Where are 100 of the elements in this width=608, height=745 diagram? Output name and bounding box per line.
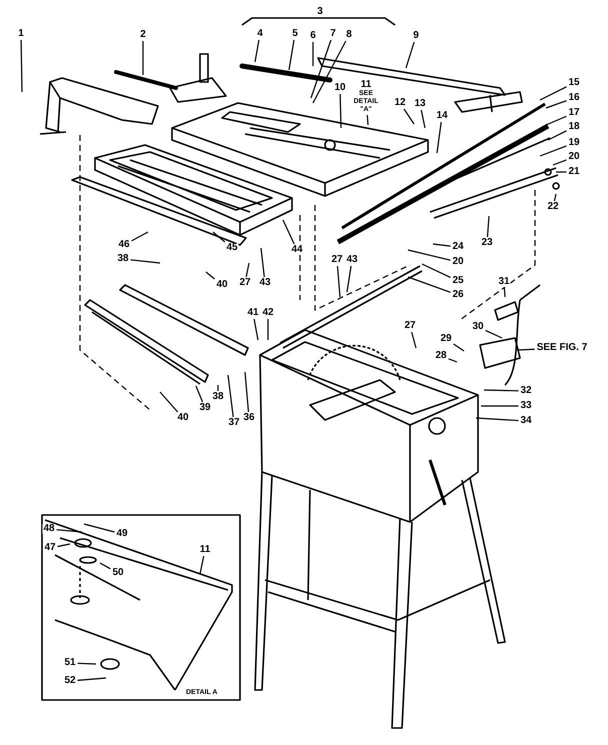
callout-number: 50	[111, 568, 125, 578]
leader-line	[504, 288, 506, 298]
callout-number: 16	[567, 93, 581, 103]
leader-line	[436, 122, 442, 154]
callout-number: 47	[43, 543, 57, 553]
callout-number: 6	[309, 31, 317, 41]
callout-number: 23	[480, 238, 494, 248]
callout-number: 13	[413, 99, 427, 109]
callout-number: 43	[345, 255, 359, 265]
callout-number: 28	[434, 351, 448, 361]
leader-line	[484, 389, 518, 392]
callout-number: 40	[215, 280, 229, 290]
leader-line	[554, 194, 557, 202]
callout-number: 2	[139, 30, 147, 40]
leader-line	[540, 145, 567, 157]
callout-number: 34	[519, 416, 533, 426]
callout-number: 27	[330, 255, 344, 265]
leader-line	[84, 523, 115, 533]
callout-number: 39	[198, 403, 212, 413]
callout-number: 12	[393, 98, 407, 108]
leader-line	[282, 220, 295, 244]
leader-line	[131, 231, 148, 242]
leader-line	[481, 405, 518, 407]
callout-number: 36	[242, 413, 256, 423]
callout-number: 15	[567, 78, 581, 88]
callout-number: 43	[258, 278, 272, 288]
callout-number: 29	[439, 334, 453, 344]
leader-line	[312, 40, 346, 104]
leader-line	[142, 41, 144, 75]
callout-number: 40	[176, 413, 190, 423]
leader-line	[540, 86, 567, 101]
callout-number: 38	[116, 254, 130, 264]
callout-number: 1	[17, 29, 25, 39]
leader-line	[546, 100, 567, 109]
callout-number: 18	[567, 122, 581, 132]
leader-line	[336, 266, 341, 298]
leader-line	[411, 332, 417, 348]
leader-line	[20, 40, 23, 92]
leader-line	[485, 330, 502, 339]
leader-line	[340, 94, 342, 128]
leader-line	[227, 374, 234, 418]
callout-number: 27	[238, 278, 252, 288]
leader-line	[212, 232, 226, 242]
callout-number: 38	[211, 392, 225, 402]
callout-number: 24	[451, 242, 465, 252]
leader-line	[405, 42, 415, 68]
leader-line	[254, 40, 260, 62]
callout-number: 44	[290, 245, 304, 255]
callout-number: 19	[567, 138, 581, 148]
callout-number: 17	[567, 108, 581, 118]
callout-number: 10	[333, 83, 347, 93]
leader-line	[217, 385, 219, 391]
leader-line	[78, 662, 96, 665]
leader-line	[548, 130, 567, 141]
leader-line	[366, 114, 369, 126]
leader-line	[78, 677, 106, 681]
leader-line	[448, 358, 458, 363]
leader-line	[404, 108, 414, 124]
callout-number: 20	[451, 257, 465, 267]
callout-number: 48	[42, 524, 56, 534]
leader-line	[260, 248, 265, 278]
leader-line	[422, 263, 451, 278]
leader-line	[57, 543, 70, 548]
leader-line	[195, 386, 204, 402]
callout-number: 42	[261, 308, 275, 318]
callout-number: 22	[546, 202, 560, 212]
leader-line	[244, 372, 250, 412]
leader-line	[432, 243, 451, 247]
leader-line	[476, 417, 518, 422]
callout-number: 11	[360, 80, 372, 90]
leader-line	[130, 259, 160, 264]
callout-number: 21	[567, 167, 581, 177]
callout-number: 26	[451, 290, 465, 300]
leader-line	[486, 216, 490, 238]
callout-number: 9	[412, 31, 420, 41]
callout-number: 49	[115, 529, 129, 539]
callout-number: 20	[567, 152, 581, 162]
leader-line	[199, 556, 204, 574]
callout-number: 3	[316, 7, 324, 17]
leader-line	[453, 344, 464, 352]
leader-line	[546, 116, 567, 126]
callout-number: 27	[403, 321, 417, 331]
callout-number: 8	[345, 30, 353, 40]
leader-line	[408, 249, 451, 261]
leader-line	[518, 348, 535, 351]
leader-line	[160, 392, 178, 412]
leader-line	[310, 40, 332, 98]
callout-number: 45	[225, 243, 239, 253]
callout-number: 33	[519, 401, 533, 411]
leader-line	[408, 276, 451, 293]
leader-line	[246, 262, 250, 278]
leader-line	[556, 171, 566, 173]
leader-line	[206, 272, 215, 280]
callout-number: 37	[227, 418, 241, 428]
callout-number: 14	[435, 111, 449, 121]
callout-number: 5	[291, 29, 299, 39]
leader-line	[254, 318, 259, 340]
callout-number: 30	[471, 322, 485, 332]
callout-number: 32	[519, 386, 533, 396]
callout-number: 52	[63, 676, 77, 686]
